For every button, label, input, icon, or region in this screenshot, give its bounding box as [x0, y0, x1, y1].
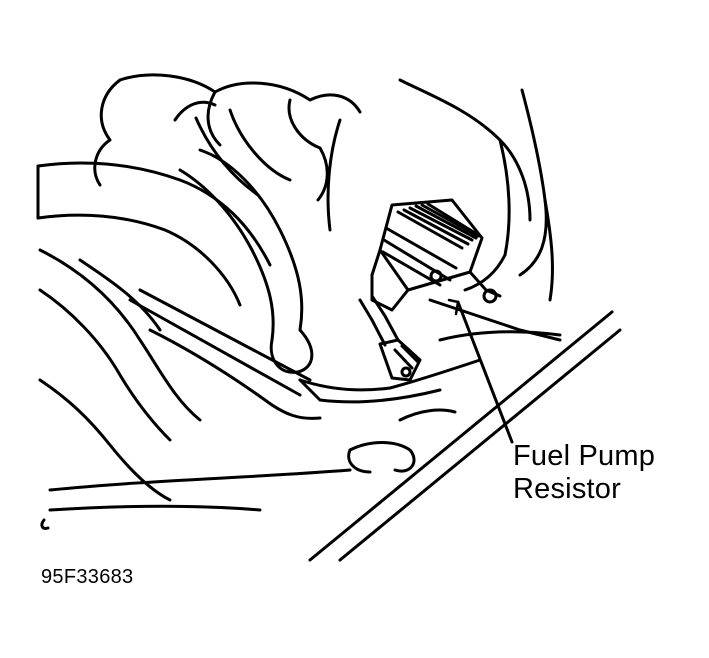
main-hose: [36, 161, 272, 307]
callout-line-1: Fuel Pump: [513, 440, 656, 472]
callout-line-2: Resistor: [513, 473, 621, 505]
engine-block-outline: [93, 73, 362, 232]
right-hose: [398, 78, 554, 302]
frame-rails: [40, 298, 622, 562]
fuel-pump-resistor: [370, 198, 502, 312]
callout-leader: [447, 298, 514, 444]
figure-id: 95F33683: [41, 566, 134, 588]
lower-hoses: [38, 248, 322, 502]
fuel-pump-resistor-label: Fuel Pump Resistor: [513, 440, 655, 506]
connector-plug: [358, 294, 422, 382]
